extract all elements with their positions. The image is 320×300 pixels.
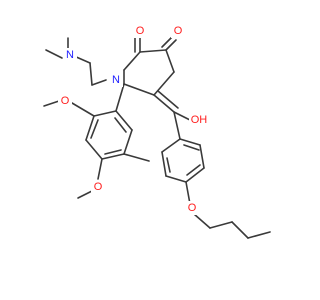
bond: [93, 110, 117, 117]
lower-methoxy-oxygen-label: O: [94, 181, 103, 193]
bond: [71, 102, 95, 117]
bond: [123, 153, 150, 162]
bond: [161, 151, 167, 177]
bond: [186, 164, 201, 176]
bond: [165, 175, 187, 183]
bond: [123, 129, 133, 155]
bond: [153, 71, 175, 96]
left-ketone-oxygen-label: O: [136, 25, 145, 37]
bond: [89, 62, 93, 86]
bond: [193, 213, 211, 229]
bond: [104, 149, 122, 155]
bond: [161, 138, 181, 153]
bond: [247, 231, 271, 239]
bond: [90, 119, 99, 139]
bond: [85, 115, 95, 141]
bond: [139, 49, 167, 53]
bond: [199, 144, 205, 169]
bond: [179, 138, 201, 146]
butoxy-oxygen-label: O: [188, 202, 197, 214]
bond: [183, 144, 200, 151]
bond: [45, 49, 63, 59]
hydroxyl-label: OH: [191, 114, 208, 126]
bond: [173, 111, 191, 121]
bond: [209, 221, 233, 229]
bond: [173, 111, 181, 140]
bond: [157, 90, 179, 109]
bond: [114, 117, 127, 133]
bond: [85, 139, 103, 160]
bond-lines: [43, 33, 271, 239]
bond: [115, 110, 133, 131]
bond: [115, 83, 125, 112]
atom-labels: N N O O OH O O O: [58, 24, 209, 215]
bond: [153, 94, 175, 113]
bond: [165, 39, 177, 51]
bond: [123, 51, 141, 71]
dimethylamino-nitrogen-label: N: [66, 49, 74, 61]
bond: [97, 158, 103, 180]
bond: [91, 79, 107, 86]
upper-methoxy-oxygen-label: O: [61, 95, 70, 107]
molecule-structure-diagram: N N O O OH O O O: [43, 24, 271, 239]
bond: [166, 157, 171, 173]
bond: [185, 181, 191, 205]
ring-nitrogen-label: N: [112, 74, 120, 86]
bond: [123, 83, 155, 96]
bond: [185, 167, 205, 183]
right-ketone-oxygen-label: O: [174, 25, 183, 37]
bond: [231, 221, 249, 239]
bond: [161, 36, 173, 48]
bond: [165, 49, 175, 73]
bond: [101, 153, 125, 160]
